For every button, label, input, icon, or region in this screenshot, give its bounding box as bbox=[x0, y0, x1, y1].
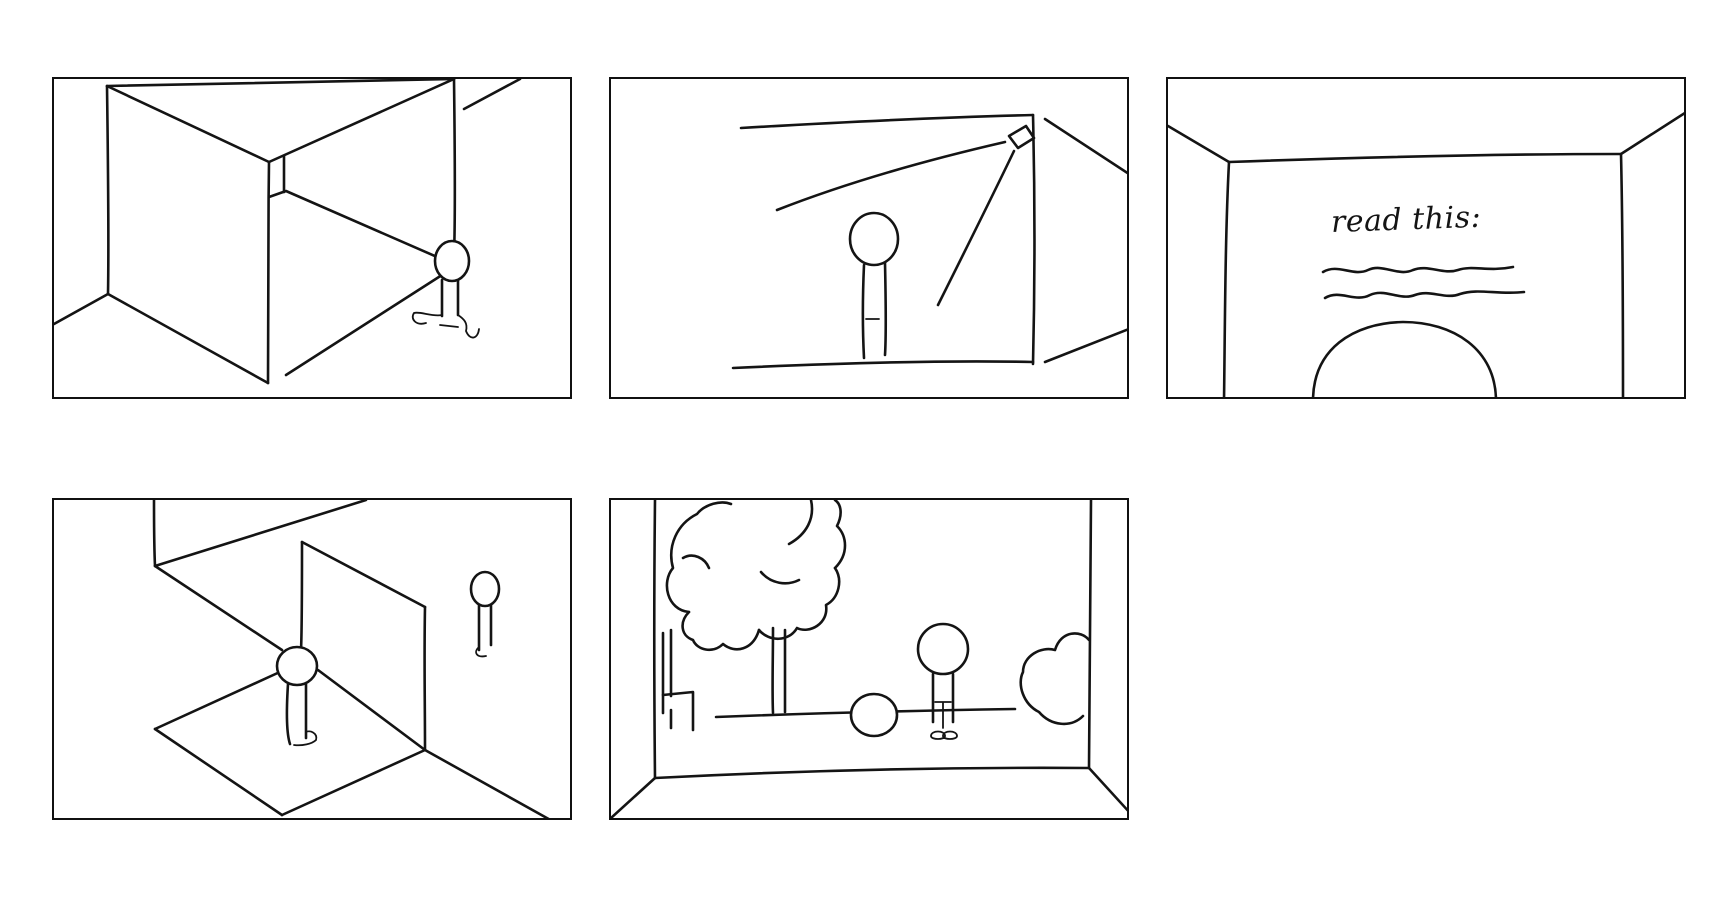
figure-leg-right bbox=[457, 314, 480, 339]
distant-figure-body bbox=[477, 603, 493, 652]
bench-seat bbox=[661, 690, 695, 732]
side-wall-top bbox=[1043, 117, 1127, 175]
panel-1-sketch bbox=[54, 79, 522, 385]
spotlight-icon bbox=[1007, 124, 1036, 150]
handwritten-note: read this: bbox=[1330, 199, 1482, 240]
figure-head bbox=[433, 239, 471, 283]
tree-canopy-inner-curve-3 bbox=[681, 554, 711, 570]
cube-bottom-right-edge bbox=[284, 264, 458, 377]
light-beam-upper bbox=[775, 140, 1007, 212]
tree-canopy-inner-curve-2 bbox=[759, 570, 801, 585]
bush-small bbox=[849, 692, 899, 738]
cube-bottom-front-edge bbox=[106, 292, 270, 385]
panel-3-sketch bbox=[1168, 112, 1684, 397]
figure-body bbox=[931, 672, 955, 724]
figure-head bbox=[275, 645, 319, 687]
wall-corner-right bbox=[1619, 112, 1684, 156]
screen-left-edge bbox=[652, 500, 657, 780]
cube-top-right-edge bbox=[267, 79, 456, 164]
light-beam-lower bbox=[936, 149, 1016, 307]
figure-head bbox=[916, 622, 970, 676]
screen-right-edge bbox=[1619, 152, 1625, 397]
screen-bottom-edge bbox=[731, 360, 1035, 370]
wall-corner-left bbox=[1168, 124, 1231, 164]
wall-left-edge bbox=[152, 500, 157, 568]
panel-2-sketch bbox=[731, 113, 1127, 370]
text-squiggle-2 bbox=[1323, 290, 1526, 300]
storyboard-panel-5 bbox=[609, 498, 1129, 820]
wall-top-line bbox=[153, 500, 368, 568]
ground-line bbox=[714, 707, 1017, 719]
storyboard-panel-1 bbox=[52, 77, 572, 399]
cube-right-edge bbox=[452, 79, 457, 257]
figure-head bbox=[848, 211, 900, 267]
cube-left-edge bbox=[105, 84, 110, 296]
figure-shoes bbox=[930, 730, 958, 740]
floor-left-line bbox=[54, 292, 110, 326]
distant-figure-foot bbox=[475, 647, 487, 658]
cube-top-back-edge bbox=[105, 79, 456, 88]
panel-5-sketch bbox=[611, 500, 1127, 818]
floor-right-front bbox=[280, 748, 427, 817]
panel-4-sketch bbox=[152, 500, 550, 818]
floor-line bbox=[267, 189, 446, 262]
screen-top-edge bbox=[739, 113, 1035, 130]
figure-pants bbox=[934, 701, 952, 729]
screen-right-edge bbox=[1031, 113, 1036, 366]
bush-right bbox=[1019, 632, 1091, 726]
door-top-edge bbox=[300, 540, 427, 609]
figure-body bbox=[440, 278, 460, 318]
figure-foot bbox=[439, 324, 459, 328]
back-wall-line bbox=[462, 79, 522, 111]
storyboard-panel-4 bbox=[52, 498, 572, 820]
door-left-edge bbox=[299, 540, 304, 652]
screen-right-edge bbox=[1087, 500, 1093, 770]
wall-base-line bbox=[153, 564, 284, 652]
audience-head-silhouette bbox=[1311, 320, 1498, 397]
screen-bottom-edge bbox=[653, 766, 1091, 780]
figure-body bbox=[285, 682, 308, 746]
figure-leg-left bbox=[411, 311, 443, 325]
figure-body-right bbox=[883, 261, 888, 357]
tree-canopy-bottom bbox=[681, 610, 761, 652]
figure-body-left bbox=[861, 263, 866, 360]
tree-canopy-inner-curve bbox=[787, 500, 814, 546]
cube-top-front-edge bbox=[105, 84, 271, 164]
side-wall-bottom bbox=[1043, 328, 1127, 364]
storyboard-panel-2 bbox=[609, 77, 1129, 399]
screen-left-edge bbox=[1222, 160, 1231, 397]
tree-canopy-top-right bbox=[833, 500, 847, 570]
floor-right-back bbox=[316, 668, 427, 752]
distant-figure-head bbox=[469, 570, 501, 608]
bench-back bbox=[661, 628, 673, 715]
screen-top-edge bbox=[1227, 152, 1623, 164]
floor-left-front bbox=[153, 727, 284, 817]
figure-feet bbox=[293, 730, 318, 747]
storyboard-panel-3: read this: bbox=[1166, 77, 1686, 399]
text-squiggle-1 bbox=[1321, 265, 1515, 274]
corner-left bbox=[611, 776, 657, 818]
floor-extension bbox=[423, 748, 550, 818]
floor-left-back bbox=[153, 669, 284, 731]
cube-center-edge bbox=[266, 160, 271, 385]
tree-canopy-left bbox=[665, 501, 733, 614]
tree-canopy-right bbox=[757, 566, 841, 641]
corner-right bbox=[1087, 766, 1127, 812]
